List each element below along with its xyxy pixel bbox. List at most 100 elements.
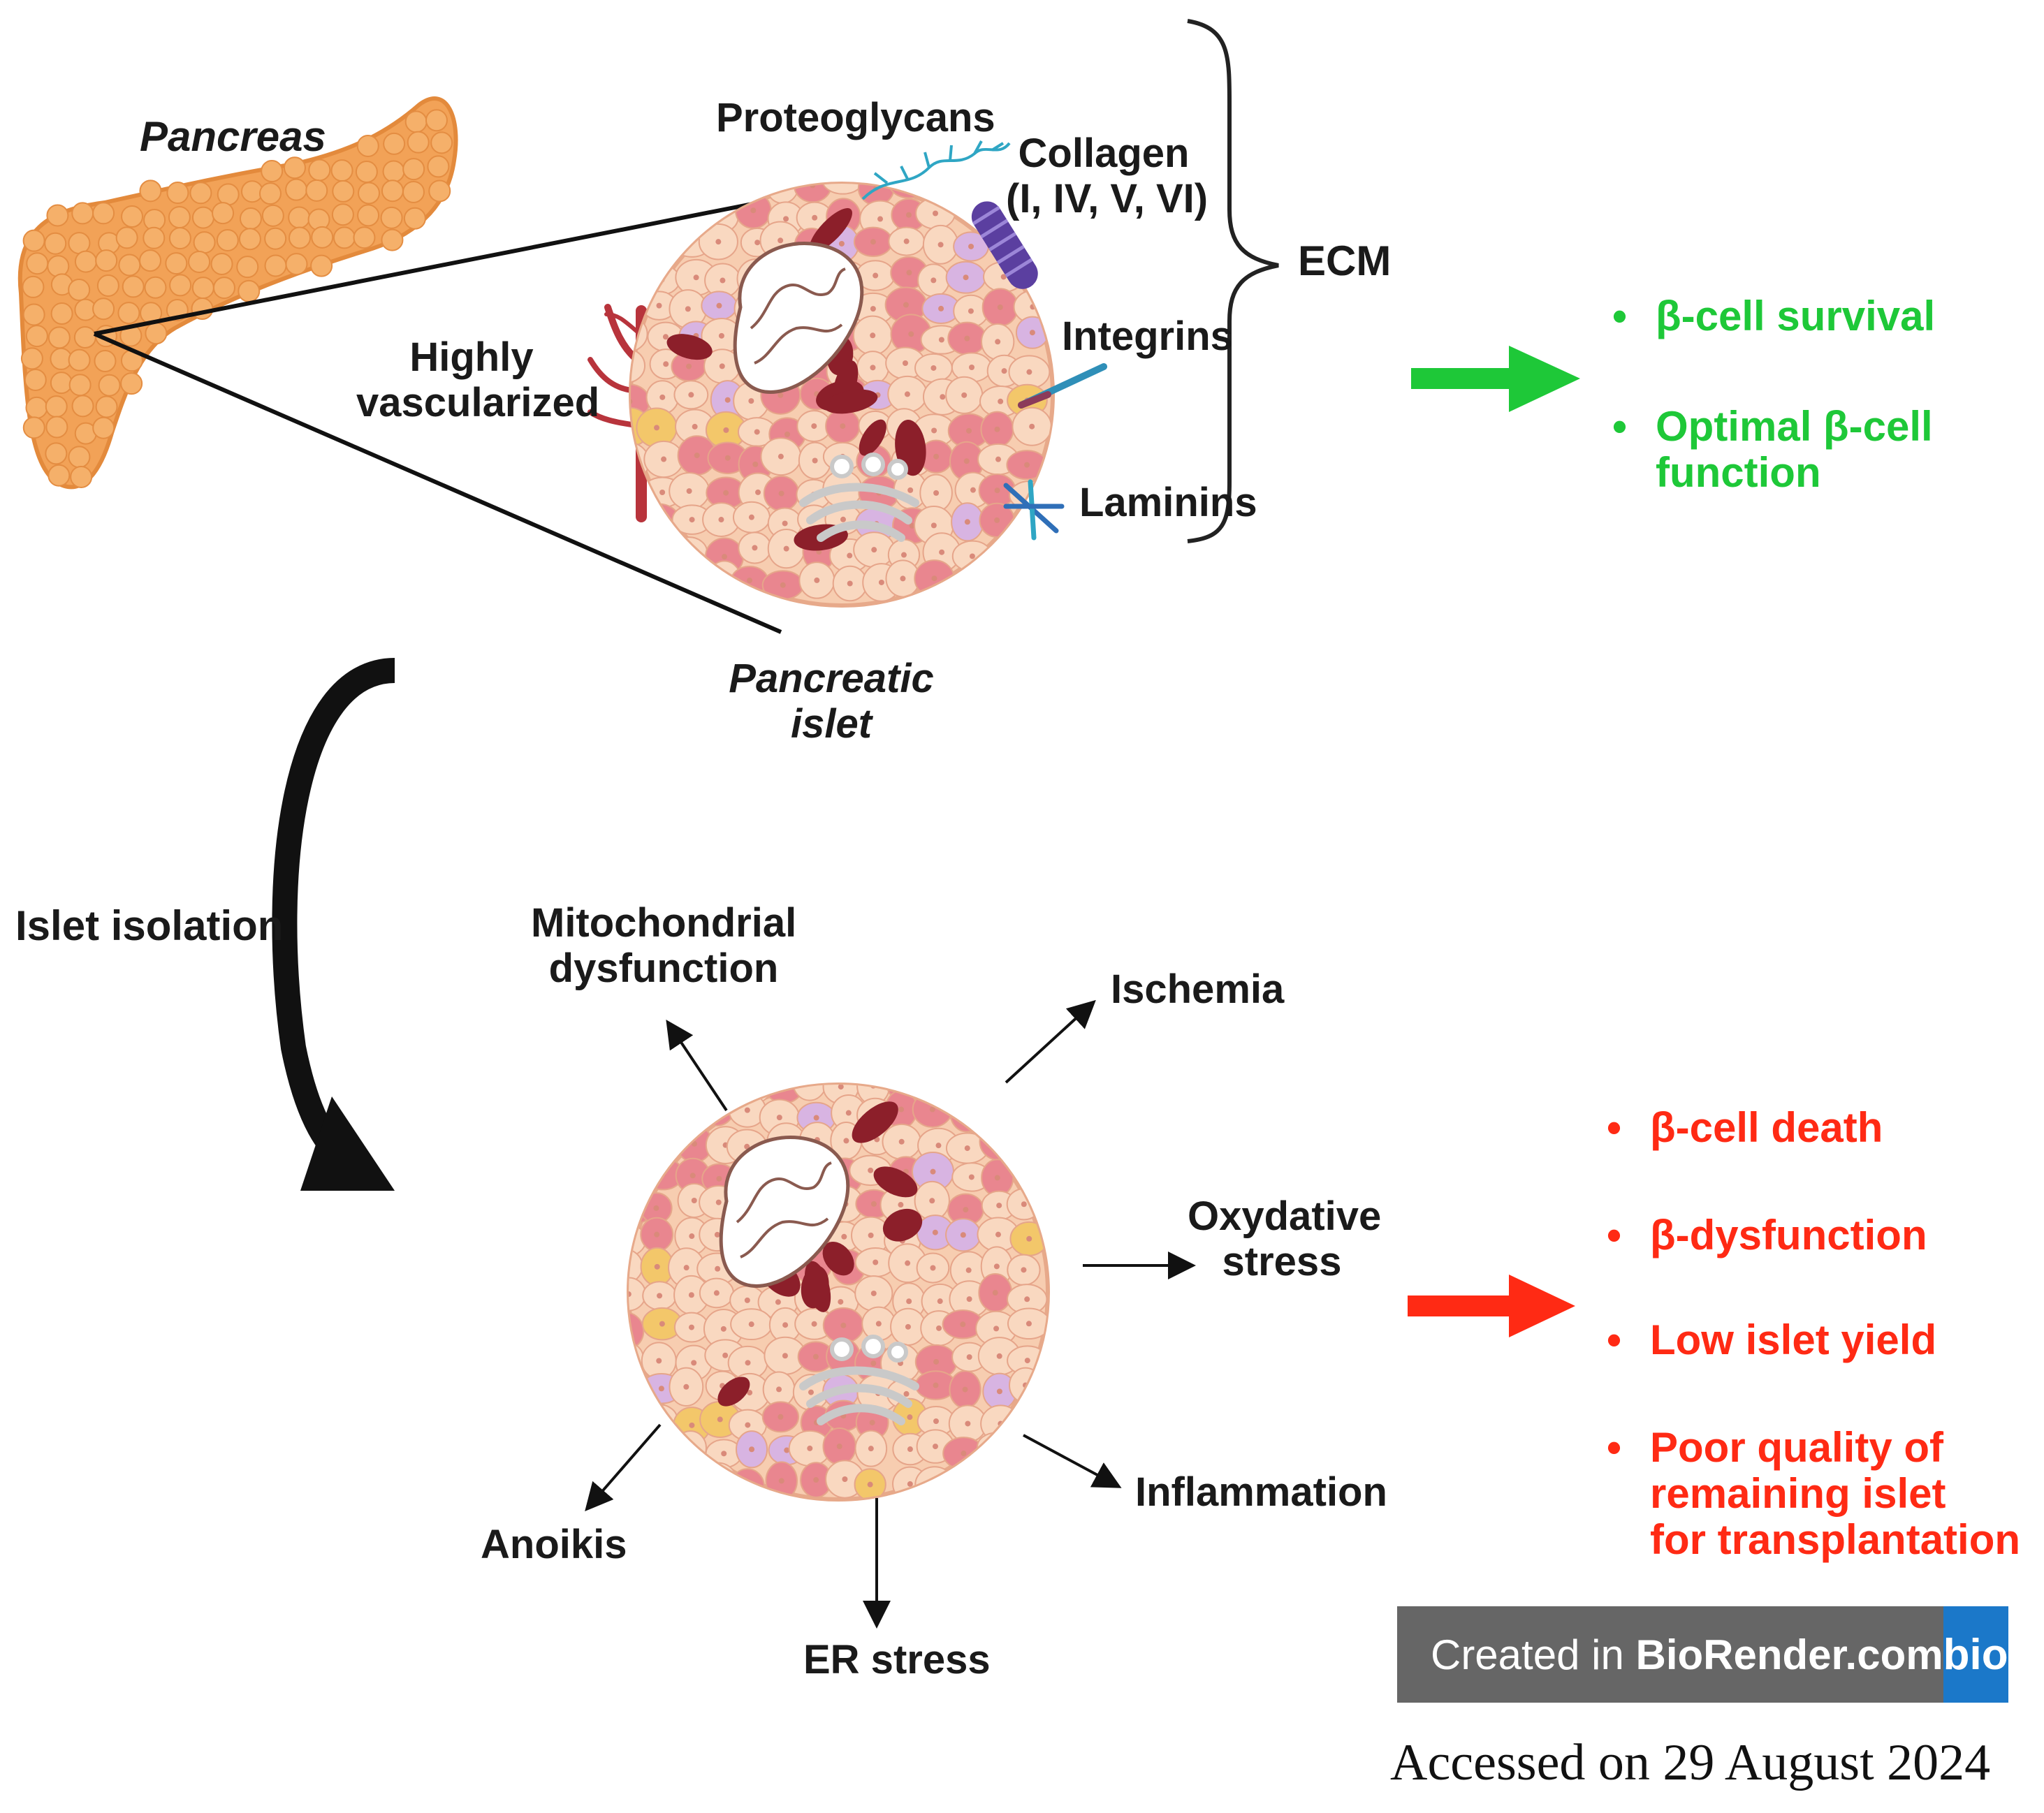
cell-nucleus [965,1421,971,1427]
cell-nucleus [749,1446,755,1453]
cell-nucleus [624,1238,629,1243]
cell-nucleus [714,1231,720,1238]
er-golgi-organelle [799,453,919,542]
negative-outcome-text: β-dysfunction [1650,1212,1927,1258]
cell-nucleus [995,339,1001,345]
cell-nucleus [778,490,784,497]
cell-nucleus [811,423,817,430]
cell-nucleus [904,391,910,397]
cell-nucleus [902,360,908,367]
cell-nucleus [1021,1267,1027,1273]
cell-nucleus [940,394,946,400]
cell-nucleus [841,1233,847,1240]
cell-nucleus [843,1138,849,1144]
islet-cell [764,1085,805,1104]
pancreas-lobule [407,131,430,154]
negative-outcome-text: remaining islet [1650,1470,1946,1517]
cell-nucleus [870,1360,877,1367]
cell-nucleus [686,549,692,555]
cell-nucleus [688,392,694,398]
cell-nucleus [691,1360,697,1366]
accessed-date: Accessed on 29 August 2024 [1390,1734,1991,1791]
cell-nucleus [782,520,788,527]
cell-nucleus [630,1205,636,1212]
pancreas-lobule [402,180,425,203]
cell-nucleus [748,1321,754,1328]
cell-nucleus [781,1085,787,1088]
bullet-dot: • [1612,403,1628,450]
pancreas-lobule [264,254,287,277]
cell-nucleus [870,239,876,245]
cell-nucleus [744,1107,750,1113]
cell-nucleus [720,277,726,284]
cell-nucleus [993,1263,1000,1270]
cell-nucleus [783,216,789,222]
cell-nucleus [718,332,724,339]
cell-nucleus [992,1290,998,1296]
islet-cell [791,1085,828,1101]
pancreas-lobule [425,109,448,132]
cell-nucleus [656,302,662,309]
cell-nucleus [715,1265,721,1272]
cell-nucleus [961,1451,967,1457]
cell-nucleus [692,423,698,430]
negative-outcome-arrow [1408,1275,1575,1337]
pancreas-lobule [144,276,167,299]
pancreas-lobule [70,465,93,488]
vascularized-label-line1: Highly [409,335,534,380]
pancreas-lobule [22,416,45,439]
cell-nucleus [836,1444,842,1450]
cell-nucleus [966,1296,972,1302]
cell-nucleus [748,514,754,520]
cell-nucleus [1024,1358,1030,1364]
collagen-label: Collagen (I, IV, V, VI) [1006,131,1208,222]
positive-outcome-text: β-cell survival [1656,293,1936,339]
bullet-dot: • [1607,1212,1622,1258]
cell-nucleus [629,1291,632,1298]
cell-nucleus [900,552,907,558]
cell-nucleus [993,1444,1000,1450]
cell-nucleus [687,1445,694,1451]
pancreas-lobule [71,395,94,418]
pancreas-lobule [332,179,355,203]
cell-nucleus [847,580,853,587]
pancreas-lobule [98,374,121,397]
cell-nucleus [937,1298,943,1305]
cell-nucleus [659,489,666,495]
cell-nucleus [993,1326,1000,1332]
pancreas-lobule [45,416,68,439]
cell-nucleus [745,1360,751,1366]
laminins-label: Laminins [1079,480,1257,525]
capillary-segment [824,389,878,414]
cell-nucleus [724,455,731,461]
pancreas-lobule [122,275,145,298]
capillary-segment [822,1241,854,1276]
pancreas-lobule [95,249,118,272]
pancreas-label: Pancreas [140,113,326,160]
pancreas-lobule [311,226,334,249]
cell-nucleus [968,1174,974,1180]
pancreas-lobule [383,132,406,155]
islet-isolation-label: Islet isolation [15,902,284,949]
cell-nucleus [745,1422,751,1428]
pancreas-lobule [92,298,115,321]
pancreas-lobule [139,179,162,203]
cell-nucleus [963,458,970,464]
pancreas-lobule [403,207,426,230]
cell-nucleus [900,1080,905,1085]
pancreas-lobule [68,279,91,302]
cell-nucleus [778,453,784,460]
cell-nucleus [686,488,692,494]
pancreas-lobule [238,279,261,302]
positive-outcome-arrow [1411,346,1580,412]
cell-nucleus [930,1168,936,1175]
cell-nucleus [811,1321,817,1327]
cell-nucleus [662,334,669,340]
negative-outcome-text: β-cell death [1650,1104,1883,1151]
islet-cell [766,184,799,204]
cell-nucleus [778,1414,784,1420]
pancreas-lobule [261,160,284,183]
pancreas-lobule [191,277,214,300]
pancreas-lobule [22,229,45,252]
cell-nucleus [931,427,937,434]
